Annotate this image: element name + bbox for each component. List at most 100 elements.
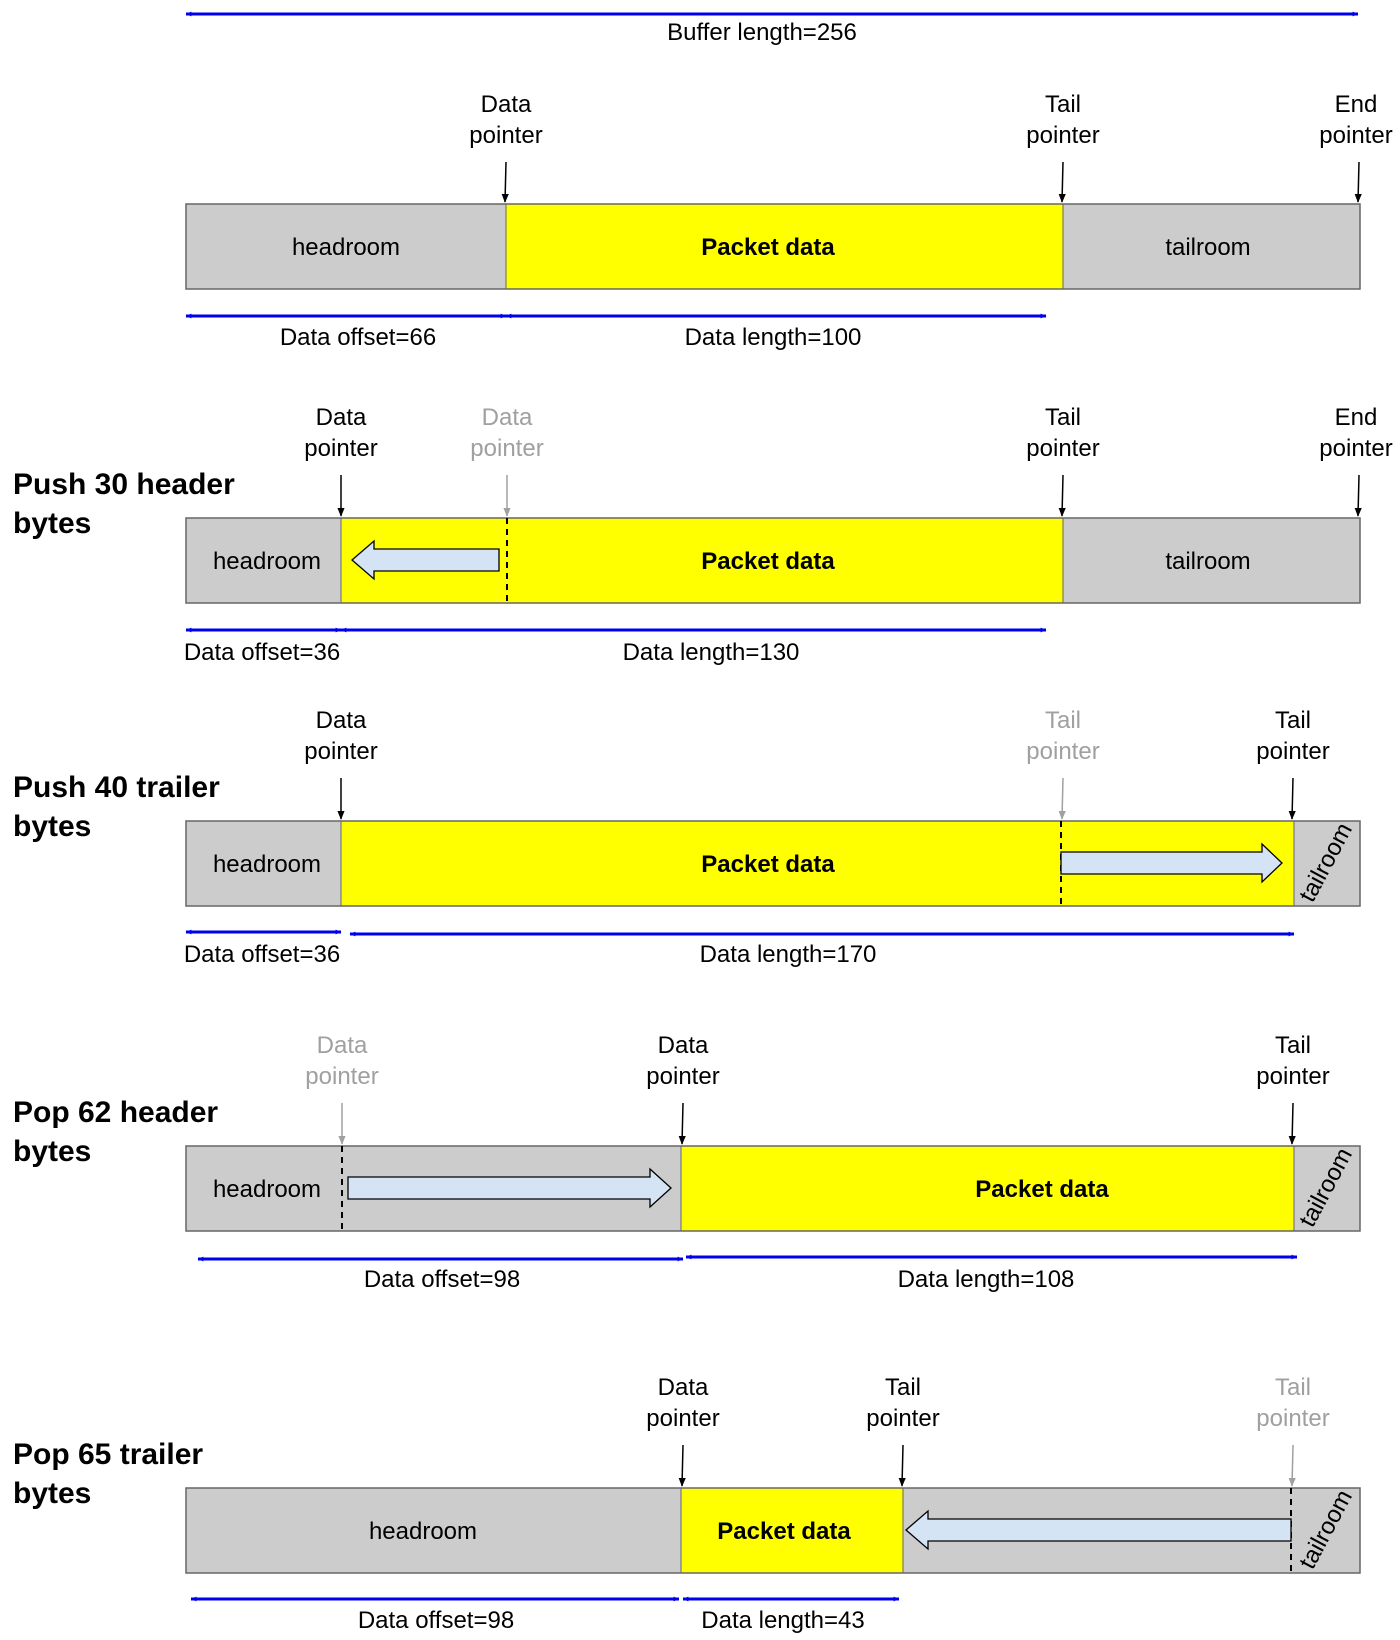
- operation-title-line1: Pop 65 trailer: [13, 1438, 203, 1471]
- row-pop-header: Pop 62 header bytes Data pointer Data po…: [13, 1032, 1361, 1293]
- pointer-tail-arrow: [1058, 161, 1066, 203]
- tailroom-region: [1294, 1146, 1360, 1231]
- buffer-length-dimension: Buffer length=256: [185, 11, 1359, 46]
- buffer-bar: headroom Packet data tailroom: [185, 203, 1361, 290]
- pointer-data-previous-pointer: pointer: [305, 1063, 378, 1090]
- pointer-data: Data pointer: [646, 1374, 720, 1487]
- pointer-tail-word: Tail: [1275, 707, 1311, 734]
- shift-left-arrow: [905, 1509, 1292, 1551]
- pointer-tail-pointer: pointer: [1256, 1063, 1329, 1090]
- buffer-bar: headroom Packet data tailroom: [185, 1485, 1361, 1574]
- shift-right-arrow: [1060, 842, 1283, 884]
- tailroom-region: [1063, 518, 1360, 603]
- buffer-length-label: Buffer length=256: [667, 19, 857, 46]
- buffer-outline: [185, 203, 1361, 290]
- buffer-bar: headroom Packet data tailroom: [185, 517, 1361, 604]
- headroom-region: [186, 1488, 681, 1573]
- packet-data-label: Packet data: [701, 548, 835, 575]
- pointer-data: Data pointer: [646, 1032, 720, 1145]
- headroom-region: [186, 518, 341, 603]
- row-push-header: Push 30 header bytes Data pointer Data p…: [13, 404, 1393, 666]
- pointer-data-word: Data: [658, 1374, 709, 1401]
- pointer-end-arrow: [1354, 474, 1362, 517]
- data-length-label: Data length=100: [685, 324, 862, 351]
- data-length-label: Data length=130: [623, 639, 800, 666]
- packet-data-label: Packet data: [701, 851, 835, 878]
- pointer-tail-previous-pointer: pointer: [1256, 1405, 1329, 1432]
- data-length-label: Data length=108: [898, 1266, 1075, 1293]
- pointer-data-pointer: pointer: [646, 1405, 719, 1432]
- dimensions: Data offset=36 Data length=130: [184, 627, 1047, 666]
- pointer-data-arrow: [678, 1444, 686, 1487]
- data-offset-label: Data offset=98: [358, 1607, 514, 1634]
- pointer-tail-pointer: pointer: [866, 1405, 939, 1432]
- row-initial: Data pointer Tail pointer End pointer he…: [185, 91, 1393, 351]
- operation-title-line2: bytes: [13, 1135, 91, 1168]
- pointer-tail-previous: Tail pointer: [1026, 707, 1100, 820]
- pointer-data-word: Data: [658, 1032, 709, 1059]
- pointer-tail-previous-pointer: pointer: [1026, 738, 1099, 765]
- pointer-tail-arrow: [898, 1444, 906, 1487]
- pointer-tail: Tail pointer: [1026, 404, 1100, 517]
- dimensions: Data offset=66 Data length=100: [185, 313, 1047, 351]
- pointer-tail-pointer: pointer: [1026, 122, 1099, 149]
- dimensions: Data offset=98 Data length=43: [190, 1596, 900, 1634]
- row-push-trailer: Push 40 trailer bytes Data pointer Tail …: [13, 707, 1361, 968]
- buffer-bar: headroom Packet data tailroom: [185, 1143, 1361, 1232]
- pointer-data: Data pointer: [469, 91, 543, 203]
- headroom-region: [186, 204, 506, 289]
- packet-data-region: [681, 1488, 903, 1573]
- data-length-label: Data length=43: [701, 1607, 864, 1634]
- buffer-bar: headroom Packet data tailroom: [185, 818, 1361, 907]
- pointer-data-arrow: [501, 161, 509, 203]
- operation-title-line2: bytes: [13, 507, 91, 540]
- data-offset-label: Data offset=36: [184, 941, 340, 968]
- pointer-tail: Tail pointer: [866, 1374, 940, 1487]
- pointer-tail-previous-arrow: [1288, 1444, 1296, 1487]
- packet-data-label: Packet data: [975, 1176, 1109, 1203]
- pointer-data-previous: Data pointer: [470, 404, 544, 517]
- pointer-end-pointer: pointer: [1319, 435, 1392, 462]
- dimensions: Data offset=98 Data length=108: [197, 1254, 1298, 1293]
- headroom-label: headroom: [213, 851, 321, 878]
- headroom-label: headroom: [369, 1518, 477, 1545]
- operation-title-line2: bytes: [13, 1477, 91, 1510]
- pointer-data-previous-word: Data: [482, 404, 533, 431]
- pointer-data-word: Data: [316, 707, 367, 734]
- pointer-tail-previous-word: Tail: [1045, 707, 1081, 734]
- pointer-data-pointer: pointer: [304, 435, 377, 462]
- pointer-tail-pointer: pointer: [1026, 435, 1099, 462]
- tailroom-region: [1294, 821, 1360, 906]
- pointer-end-word: End: [1335, 91, 1378, 118]
- pointer-tail-previous: Tail pointer: [1256, 1374, 1330, 1487]
- headroom-region: [186, 821, 341, 906]
- pointer-data-pointer: pointer: [469, 122, 542, 149]
- headroom-label: headroom: [213, 1176, 321, 1203]
- pointer-end: End pointer: [1319, 404, 1393, 517]
- pointer-data-pointer: pointer: [646, 1063, 719, 1090]
- packet-data-region: [681, 1146, 1294, 1231]
- pointer-data: Data pointer: [304, 707, 378, 820]
- buffer-outline: [185, 820, 1361, 907]
- data-length-label: Data length=170: [700, 941, 877, 968]
- packet-data-region: [506, 204, 1063, 289]
- pointer-tail-arrow: [1288, 777, 1296, 820]
- pointer-data-word: Data: [481, 91, 532, 118]
- pointer-tail-word: Tail: [1045, 404, 1081, 431]
- pointer-end-word: End: [1335, 404, 1378, 431]
- data-offset-label: Data offset=36: [184, 639, 340, 666]
- shift-left-arrow: [351, 539, 500, 581]
- headroom-label: headroom: [292, 234, 400, 261]
- pointer-data: Data pointer: [304, 404, 378, 517]
- pointer-end: End pointer: [1319, 91, 1393, 203]
- buffer-outline: [185, 517, 1361, 604]
- pointer-data-pointer: pointer: [304, 738, 377, 765]
- pointer-tail: Tail pointer: [1256, 1032, 1330, 1145]
- pointer-tail-previous-arrow: [1058, 777, 1066, 820]
- pointer-data-arrow: [678, 1102, 686, 1145]
- operation-title-line1: Push 40 trailer: [13, 771, 220, 804]
- pointer-end-pointer: pointer: [1319, 122, 1392, 149]
- operation-title-line1: Pop 62 header: [13, 1096, 218, 1129]
- row-pop-trailer: Pop 65 trailer bytes Data pointer Tail p…: [13, 1374, 1361, 1634]
- buffer-outline: [185, 1487, 1361, 1574]
